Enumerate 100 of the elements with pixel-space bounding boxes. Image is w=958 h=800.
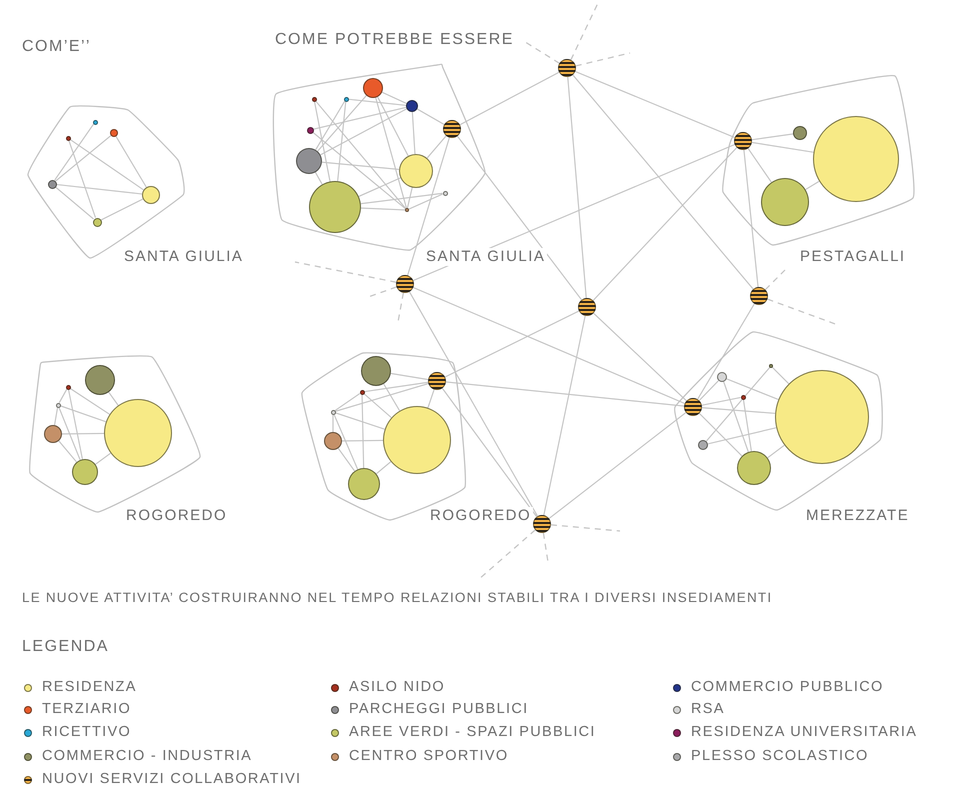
- connector-line: [348, 98, 406, 106]
- striped-hub-circle: [443, 120, 461, 138]
- circle-node: [56, 402, 60, 408]
- dashed-connector: [542, 532, 549, 562]
- connector-line: [364, 382, 428, 392]
- connector-line: [375, 97, 407, 208]
- striped-hub-circle: [684, 398, 702, 416]
- circle-node: [309, 181, 361, 233]
- dashed-connector: [294, 261, 396, 283]
- connector-line: [342, 440, 383, 442]
- connector-line: [426, 135, 447, 158]
- connector-line: [314, 101, 331, 182]
- striped-hub-circle: [558, 59, 576, 77]
- connector-line: [416, 108, 444, 125]
- connector-line: [337, 101, 346, 182]
- connector-line: [702, 396, 741, 406]
- connector-line: [383, 384, 400, 412]
- connector-line: [333, 414, 358, 470]
- circle-node: [769, 364, 773, 368]
- circle-node: [761, 178, 809, 226]
- connector-line: [58, 407, 81, 460]
- connector-line: [314, 172, 323, 185]
- connector-line: [427, 389, 435, 408]
- dashed-connector: [368, 286, 397, 298]
- dashed-connector: [397, 292, 404, 322]
- circle-node: [363, 78, 383, 98]
- circle-node: [793, 126, 807, 140]
- legend-label: TERZIARIO: [42, 701, 132, 718]
- connector-line: [442, 388, 538, 518]
- connector-line: [408, 194, 443, 210]
- circle-node: [142, 186, 160, 204]
- circle-node: [775, 370, 869, 464]
- area-label: SANTA GIULIA: [424, 248, 548, 266]
- connector-line: [377, 96, 409, 156]
- connector-line: [317, 95, 367, 152]
- connector-line: [726, 378, 779, 400]
- connector-line: [572, 74, 754, 290]
- connector-line: [413, 287, 685, 404]
- section-heading: COME POTREBBE ESSERE: [275, 30, 514, 50]
- connector-line: [697, 303, 755, 400]
- circle-node: [361, 356, 391, 386]
- legend-label: ASILO NIDO: [349, 679, 445, 696]
- connector-line: [58, 440, 78, 462]
- connector-line: [567, 76, 587, 298]
- connector-line: [543, 316, 586, 516]
- connector-line: [70, 138, 144, 190]
- circle-node: [406, 100, 418, 112]
- circle-node: [348, 468, 380, 500]
- circle-node: [48, 180, 56, 188]
- connector-line: [748, 148, 772, 183]
- connector-line: [54, 124, 94, 181]
- connector-line: [446, 381, 684, 407]
- legend-label: PLESSO SCOLASTICO: [691, 748, 869, 766]
- connector-line: [767, 444, 785, 458]
- legend-label: RICETTIVO: [42, 724, 132, 742]
- connector-line: [408, 292, 538, 516]
- legend-label: AREE VERDI - SPAZI PUBBLICI: [349, 724, 596, 742]
- legend-label: COMMERCIO PUBBLICO: [691, 679, 884, 696]
- connector-line: [360, 192, 443, 204]
- circle-node: [66, 136, 70, 140]
- legend-label: RESIDENZA: [42, 679, 137, 696]
- dashed-connector: [576, 52, 630, 66]
- connector-line: [407, 137, 450, 276]
- connector-line: [335, 383, 429, 412]
- circle-node: [72, 459, 98, 485]
- connector-line: [332, 414, 334, 432]
- dashed-connector: [550, 524, 620, 532]
- connector-line: [457, 136, 582, 300]
- connector-line: [575, 70, 735, 138]
- circle-node: [740, 394, 746, 400]
- legend-label: CENTRO SPORTIVO: [349, 748, 508, 766]
- connector-line: [58, 388, 68, 404]
- connector-line: [412, 112, 416, 154]
- connector-line: [364, 393, 392, 418]
- connector-line: [320, 108, 407, 156]
- connector-line: [315, 100, 346, 150]
- connector-line: [593, 312, 687, 402]
- circle-node: [737, 451, 771, 485]
- caption: LE NUOVE ATTIVITA’ COSTRUIRANNO NEL TEMPO RELAZIONI STABILI TRA I DIVERSI INSEDIAMENTI: [22, 590, 772, 606]
- striped-hub-circle: [428, 372, 446, 390]
- connector-line: [742, 399, 752, 452]
- dashed-connector: [570, 2, 599, 60]
- connector-line: [772, 367, 790, 384]
- connector-line: [376, 461, 392, 474]
- connector-line: [752, 133, 794, 140]
- connector-line: [338, 448, 356, 472]
- legend-label: RSA: [691, 701, 725, 718]
- connector-line: [723, 382, 749, 452]
- striped-hub-circle: [578, 298, 596, 316]
- connector-line: [706, 367, 770, 442]
- section-heading: COM’E’’: [22, 37, 91, 56]
- connector-line: [322, 162, 400, 170]
- connector-line: [62, 432, 104, 434]
- connector-line: [315, 100, 406, 209]
- striped-hub-circle: [750, 287, 768, 305]
- connector-line: [358, 177, 401, 197]
- circle-node: [92, 218, 102, 226]
- connector-line: [55, 186, 94, 220]
- circle-node: [698, 440, 708, 450]
- connector-line: [313, 106, 406, 130]
